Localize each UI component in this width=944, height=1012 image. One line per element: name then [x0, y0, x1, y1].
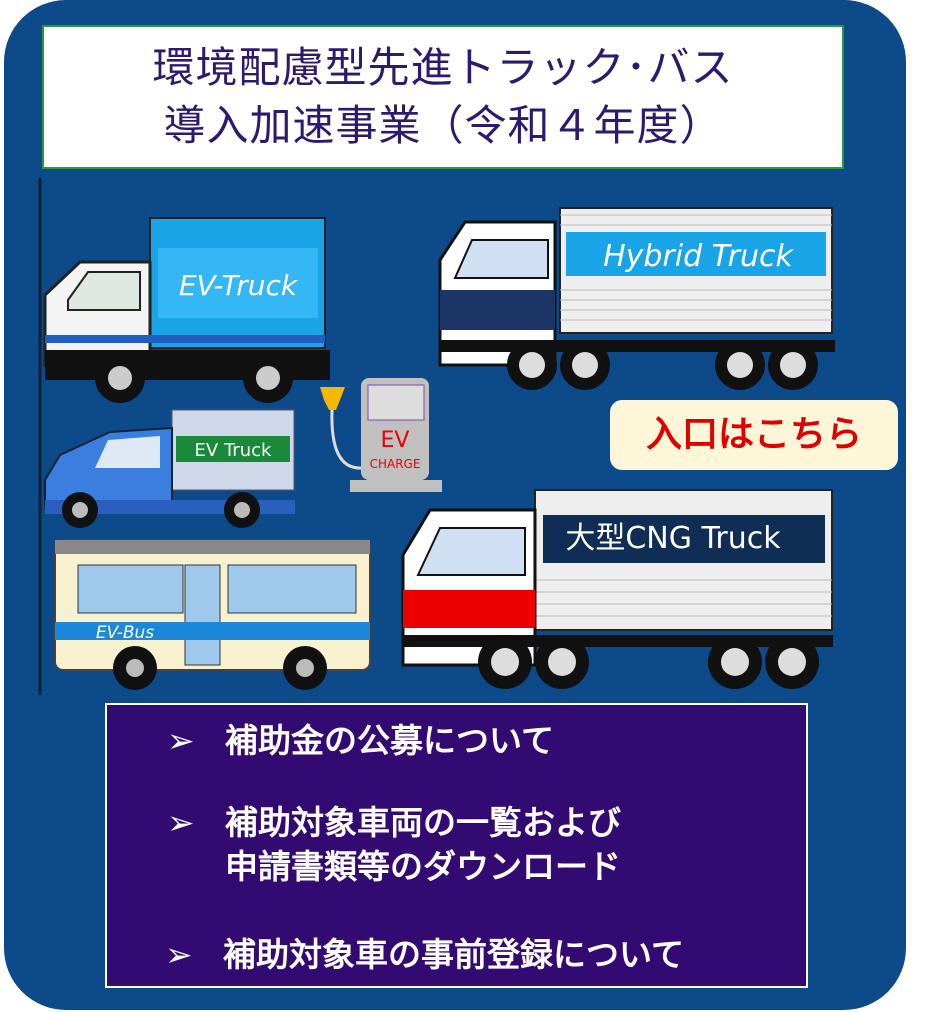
menu-item-vehicle-list-download[interactable]: ➢ 補助対象車両の一覧および申請書類等のダウンロード — [167, 801, 621, 889]
menu-item-subsidy-call[interactable]: ➢ 補助金の公募について — [167, 719, 554, 763]
small-ev-truck-label: EV Truck — [195, 440, 272, 461]
ev-charger-sublabel: CHARGE — [370, 457, 421, 471]
small-ev-truck-image: EV Truck — [44, 409, 295, 528]
ev-bus-label: EV-Bus — [96, 623, 154, 643]
title-line-2: 導入加速事業（令和４年度） — [163, 101, 723, 150]
ev-truck-image: EV-Truck — [43, 217, 330, 403]
ev-charger-label: EV — [381, 428, 410, 453]
ev-charger-image: EV CHARGE — [320, 378, 442, 492]
page-title: 環境配慮型先進トラック･バス 導入加速事業（令和４年度） — [42, 25, 844, 169]
menu-item-label: 補助対象車の事前登録について — [223, 935, 685, 974]
cng-truck-image: 大型CNG Truck — [401, 489, 833, 689]
menu-item-label: 補助金の公募について — [225, 721, 555, 760]
menu-item-label: 補助対象車両の一覧および — [225, 803, 621, 842]
vehicle-illustration: EV-Truck Hybrid Truck EV Truck EV — [38, 178, 835, 695]
menu-item-label-line2: 申請書類等のダウンロード — [225, 847, 621, 886]
hybrid-truck-image: Hybrid Truck — [438, 207, 835, 390]
arrow-bullet-icon: ➢ — [167, 721, 195, 760]
ev-bus-image: EV-Bus — [54, 539, 371, 690]
menu-box: ➢ 補助金の公募について ➢ 補助対象車両の一覧および申請書類等のダウンロード ➢ 補… — [105, 703, 808, 988]
hybrid-truck-label: Hybrid Truck — [603, 239, 794, 274]
arrow-bullet-icon: ➢ — [165, 935, 193, 974]
ev-truck-label: EV-Truck — [179, 269, 299, 302]
menu-item-pre-registration[interactable]: ➢ 補助対象車の事前登録について — [165, 933, 684, 977]
cng-truck-label: 大型CNG Truck — [565, 521, 781, 556]
arrow-bullet-icon: ➢ — [167, 803, 195, 842]
enter-button[interactable]: 入口はこちら — [610, 400, 898, 470]
title-line-1: 環境配慮型先進トラック･バス — [152, 43, 734, 92]
